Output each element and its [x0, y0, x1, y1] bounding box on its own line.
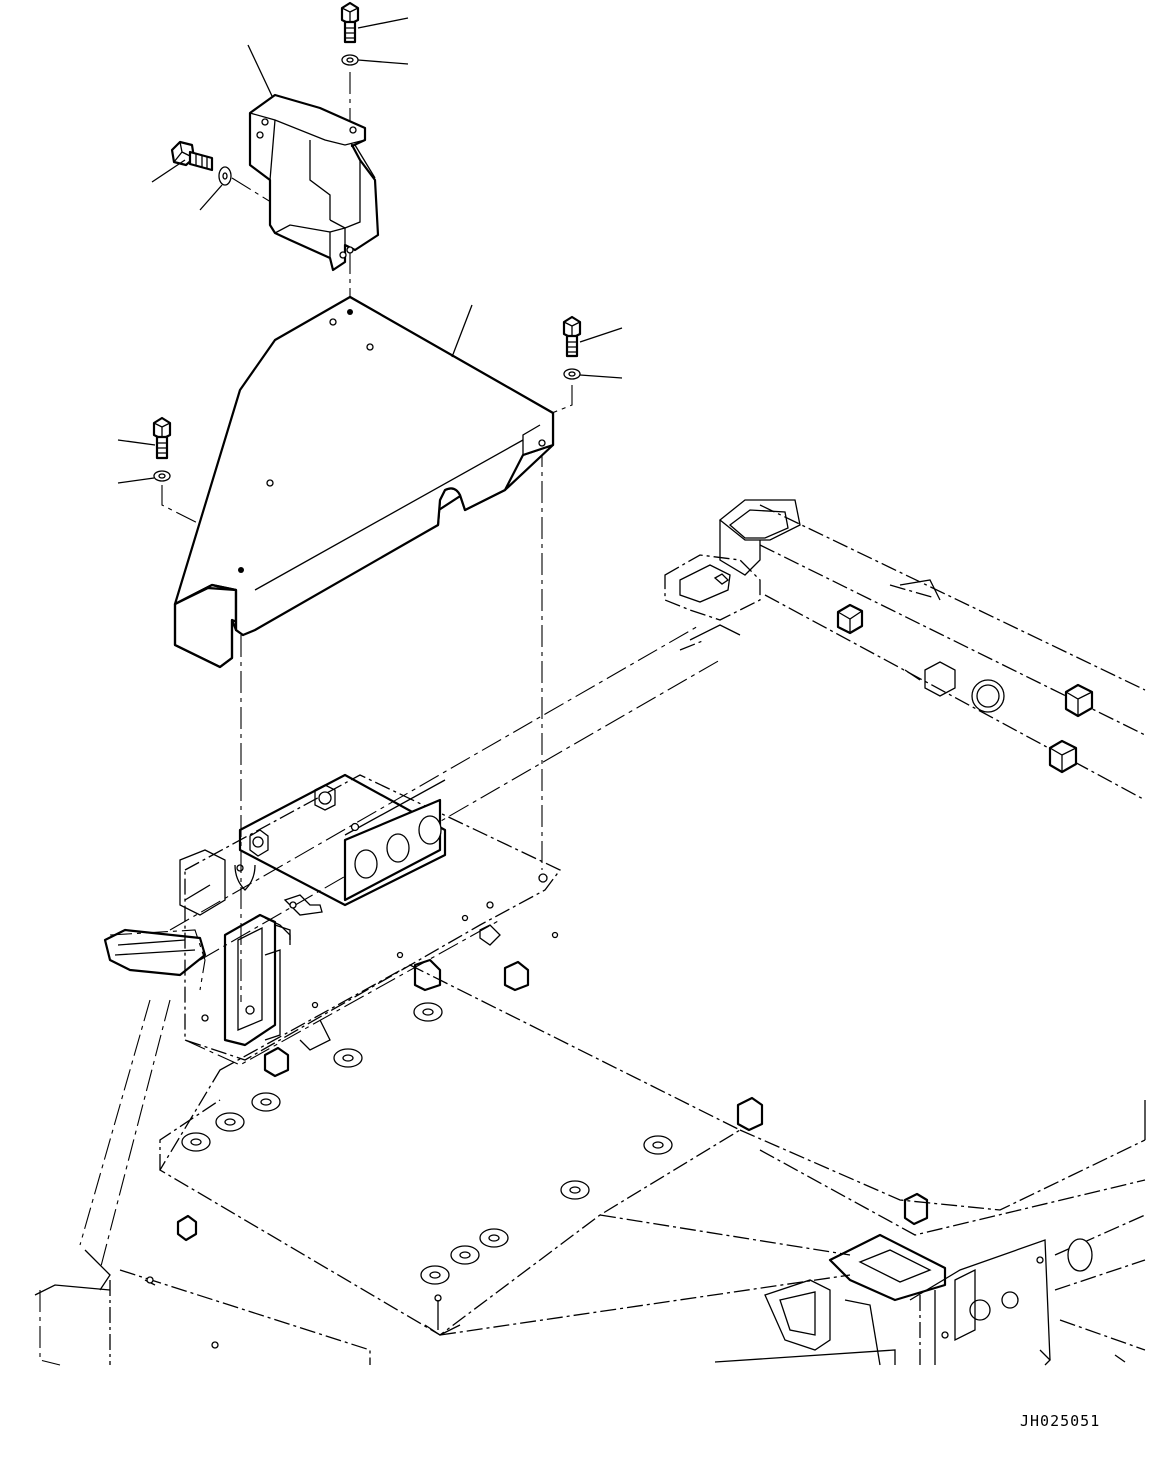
leader-washer-2: [199, 184, 223, 211]
bolt-3: [562, 315, 582, 358]
bolt-1: [340, 1, 360, 44]
leader-washer-4: [117, 477, 155, 484]
machine-frame: [34, 499, 1146, 1366]
leader-lines: [117, 17, 623, 484]
leader-cover-plate: [451, 304, 473, 358]
leader-bolt-2: [151, 159, 186, 183]
washer-4: [153, 470, 171, 482]
leader-washer-1: [357, 59, 409, 65]
leader-bolt-3: [579, 327, 623, 343]
cover-plate: [173, 295, 555, 669]
bolt-4: [152, 416, 172, 460]
bolt-2: [170, 140, 214, 172]
leader-bolt-1: [357, 17, 409, 29]
washer-3: [563, 368, 581, 380]
washer-1: [341, 54, 359, 66]
washer-2: [218, 166, 232, 186]
cover-bracket: [248, 93, 380, 272]
drawing-code-label: JH025051: [1020, 1412, 1101, 1430]
leader-washer-3: [579, 374, 623, 379]
leader-bracket: [247, 44, 273, 97]
leader-bolt-4: [117, 439, 156, 446]
